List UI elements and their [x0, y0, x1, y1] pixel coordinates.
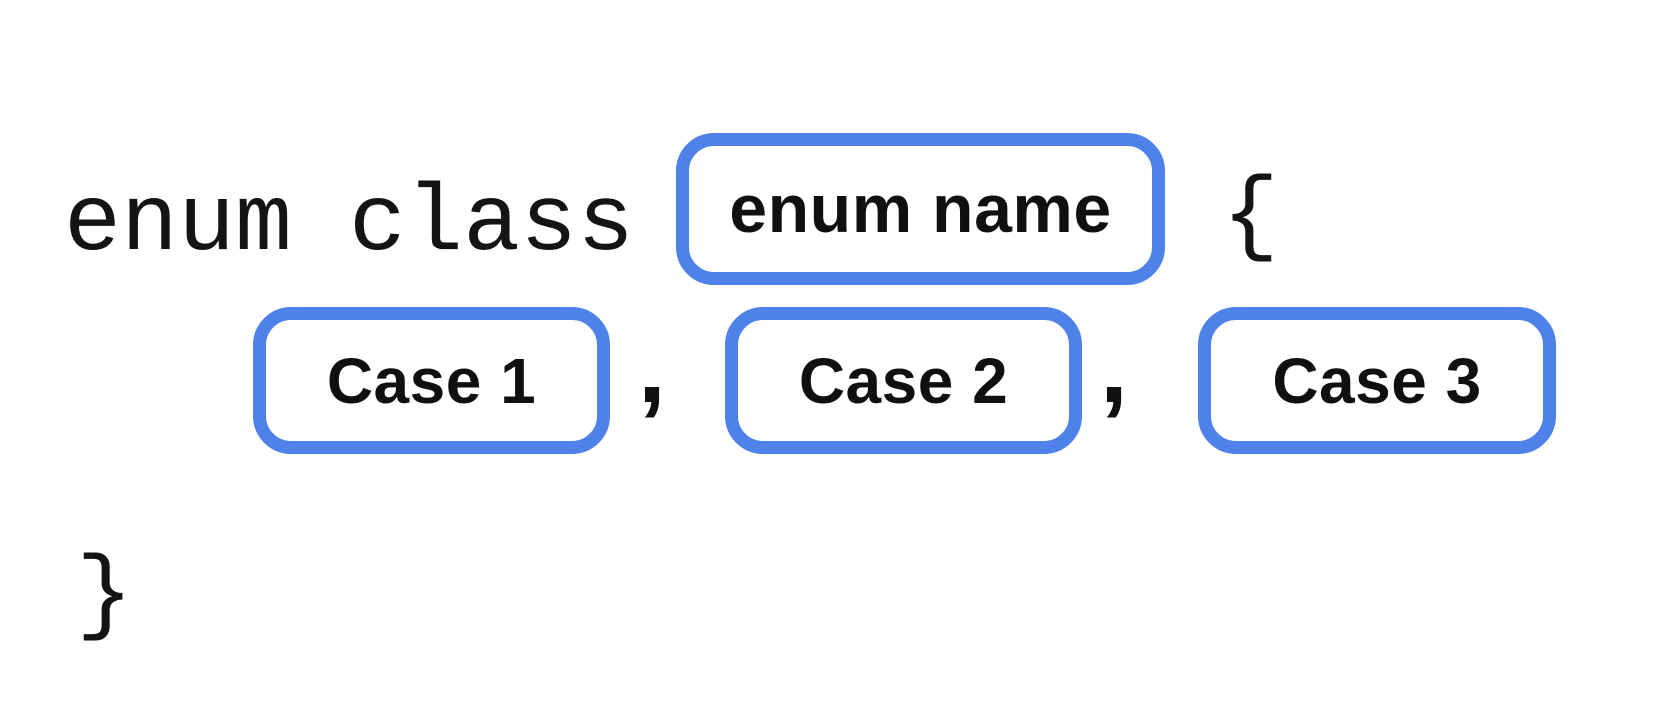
case-separator-comma-2: , [1100, 312, 1128, 424]
case-1-placeholder-label: Case 1 [326, 344, 537, 417]
enum-name-placeholder-box: enum name [676, 133, 1165, 285]
case-2-placeholder-label: Case 2 [798, 344, 1009, 417]
case-separator-comma-1: , [638, 312, 666, 424]
case-3-placeholder-box: Case 3 [1198, 307, 1556, 454]
keyword-enum-class: enum class [64, 170, 635, 278]
case-1-placeholder-box: Case 1 [253, 307, 610, 454]
enum-name-placeholder-label: enum name [729, 171, 1112, 247]
case-2-placeholder-box: Case 2 [725, 307, 1082, 454]
open-brace: { [1222, 163, 1280, 271]
case-3-placeholder-label: Case 3 [1272, 344, 1482, 417]
close-brace: } [76, 542, 134, 650]
